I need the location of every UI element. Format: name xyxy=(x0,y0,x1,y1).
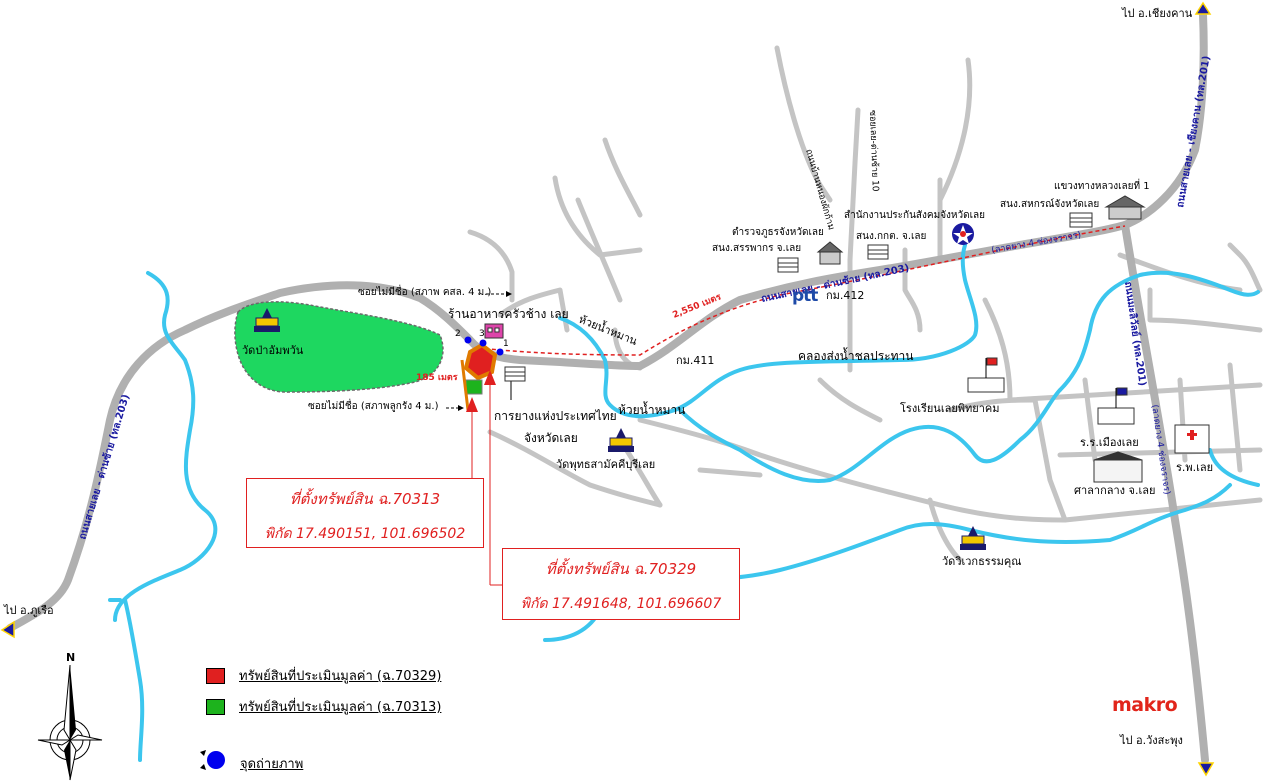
road-label-ban-huai-toei: ถนนบ้านหนองผักก้าม xyxy=(803,148,837,232)
government-icon xyxy=(1104,195,1146,220)
asset-70313-title: ที่ตั้งทรัพย์สิน ฉ.70313 xyxy=(289,490,441,508)
photo-point-3 xyxy=(479,339,487,347)
office-icon xyxy=(867,244,889,260)
arrow-phu-ruea-icon xyxy=(0,620,15,639)
legend-item-70313: ทรัพย์สินที่ประเมินมูลค่า (ฉ.70313) xyxy=(206,696,441,717)
legend-photo-icon xyxy=(200,750,225,770)
asset-70313-parcel xyxy=(465,379,483,395)
soi-bottom-arrowhead xyxy=(458,405,464,411)
legend-item-photo: จุดถ่ายภาพ xyxy=(240,753,303,774)
ptt-logo: ptt xyxy=(792,286,818,306)
photo-point-number: 1 xyxy=(503,339,509,349)
wat-pa-park xyxy=(234,301,444,393)
hospital-icon xyxy=(1174,424,1210,454)
building-icons xyxy=(484,195,1210,483)
photo-points xyxy=(464,336,504,356)
temple-icon xyxy=(254,308,280,332)
office-icon xyxy=(1069,212,1093,228)
river-label-huai-nam-man-1: ห้วยน้ำหมาน xyxy=(577,311,640,348)
label-police: ตำรวจภูธรจังหวัดเลย xyxy=(732,227,824,238)
route-line xyxy=(477,225,1126,356)
road-label-four-lane-right: (ลาดยาง 4 ช่องจราจร) xyxy=(1149,404,1172,495)
asset-70313-box: ที่ตั้งทรัพย์สิน ฉ.70313 พิกัด 17.490151… xyxy=(246,478,484,548)
temple-icons xyxy=(254,308,986,550)
legend-label: ทรัพย์สินที่ประเมินมูลค่า (ฉ.70313) xyxy=(239,700,442,715)
asset-70313-coord: พิกัด 17.490151, 101.696502 xyxy=(264,526,466,542)
label-huai-nam-man-2: ห้วยน้ำหมาน xyxy=(618,403,686,417)
legend-swatch-red xyxy=(206,667,225,684)
photo-point-number: 2 xyxy=(455,329,461,339)
city-hall-icon xyxy=(1093,451,1143,483)
government-icon xyxy=(816,241,844,265)
legend-swatch-green xyxy=(206,698,225,715)
arrow-wang-saphung-icon xyxy=(1197,762,1215,777)
label-soi-bottom: ซอยไม่มีชื่อ (สภาพลูกรัง 4 ม.) xyxy=(308,401,439,412)
boundary-orange xyxy=(460,359,470,411)
asset-70329-box: ที่ตั้งทรัพย์สิน ฉ.70329 พิกัด 17.491648… xyxy=(502,548,740,620)
direction-wang-saphung: ไป อ.วังสะพุง xyxy=(1120,734,1183,747)
temple-icon xyxy=(960,526,986,550)
legend-label: ทรัพย์สินที่ประเมินมูลค่า (ฉ.70329) xyxy=(239,669,442,684)
legend-label: จุดถ่ายภาพ xyxy=(240,757,304,772)
label-distance-185: 185 เมตร xyxy=(416,373,458,383)
label-hospital: ร.พ.เลย xyxy=(1176,461,1214,474)
soi-top-arrowhead xyxy=(506,291,512,297)
photo-point-number: 3 xyxy=(479,329,485,339)
label-school2: ร.ร.เมืองเลย xyxy=(1080,436,1139,449)
road-label-four-lane-top: (ลาดยาง 4 ช่องจราจร) xyxy=(991,230,1082,256)
office-icon xyxy=(504,366,526,382)
makro-logo: makro xyxy=(1112,694,1178,716)
road-label-loei-chiangkhan: ถนนสายเลย - เชียงคาน (ทล.201) xyxy=(1174,55,1213,209)
label-election: สนง.กกต. จ.เลย xyxy=(856,231,927,242)
direction-arrows xyxy=(0,1,1215,777)
school-icon xyxy=(967,357,1005,393)
compass-icon xyxy=(37,664,103,781)
arrow-chiang-khan-icon xyxy=(1194,1,1212,15)
label-restaurant: ร้านอาหารครัวช้าง เลย xyxy=(448,307,569,321)
label-km-412: กม.412 xyxy=(826,289,865,302)
label-highway: แขวงทางหลวงเลยที่ 1 xyxy=(1054,181,1150,192)
label-wat-phuttha: วัดพุทธสามัคคีบุรีเลย xyxy=(556,458,656,471)
direction-chiang-khan: ไป อ.เชียงคาน xyxy=(1122,7,1193,20)
label-pea-2: จังหวัดเลย xyxy=(524,431,578,445)
label-canal: คลองส่งน้ำชลประทาน xyxy=(798,349,914,363)
label-km-411: กม.411 xyxy=(676,354,715,367)
road-label-soi-10: ซอยเลย-ด่านซ้าย 10 xyxy=(867,110,881,192)
label-revenue: สนง.สรรพากร จ.เลย xyxy=(712,243,802,254)
direction-phu-ruea: ไป อ.ภูเรือ xyxy=(4,604,54,617)
label-city-hall: ศาลากลาง จ.เลย xyxy=(1074,484,1156,497)
asset-70329-coord: พิกัด 17.491648, 101.696607 xyxy=(520,596,722,612)
label-wat-wiwek: วัดวิเวกธรรมคุณ xyxy=(942,555,1022,568)
label-wat-pa: วัดป่าอัมพวัน xyxy=(242,344,304,357)
asset-70329-arrow xyxy=(484,370,496,385)
legend-item-70329: ทรัพย์สินที่ประเมินมูลค่า (ฉ.70329) xyxy=(206,665,441,686)
label-soi-top: ซอยไม่มีชื่อ (สภาพ คสล. 4 ม.) xyxy=(358,287,492,298)
photo-point-2 xyxy=(464,336,472,344)
label-school: โรงเรียนเลยพิทยาคม xyxy=(900,402,1000,415)
social-security-logo-icon xyxy=(952,223,974,245)
temple-icon xyxy=(608,428,634,452)
office-icon xyxy=(777,257,799,273)
asset-70329-title: ที่ตั้งทรัพย์สิน ฉ.70329 xyxy=(545,560,697,578)
road-label-loei-dansai-left: ถนนสายเลย - ด่านซ้าย (ทล.203) xyxy=(76,393,132,541)
label-coop: สนง.สหกรณ์จังหวัดเลย xyxy=(1000,199,1100,210)
asset-70313-arrow xyxy=(466,397,478,412)
photo-point-1 xyxy=(496,348,504,356)
compass-north-label: N xyxy=(66,651,76,664)
school-icon xyxy=(1097,387,1135,425)
restaurant-icon xyxy=(484,323,504,339)
label-pea-1: การยางแห่งประเทศไทย xyxy=(494,409,617,423)
label-social-security: สำนักงานประกันสังคมจังหวัดเลย xyxy=(844,210,986,221)
